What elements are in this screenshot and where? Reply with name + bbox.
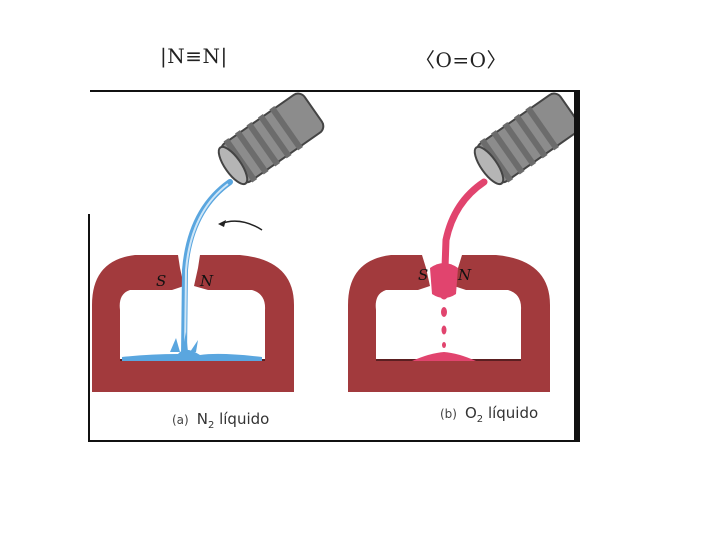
flask-a: [217, 92, 325, 186]
figure-drawing: S N S: [92, 92, 580, 392]
flask-b: [473, 92, 580, 186]
pole-n-a: N: [199, 272, 214, 290]
formula-n2: |N≡N|: [160, 44, 228, 68]
figure-border-left: [88, 214, 90, 442]
figure-border-right: [574, 90, 580, 442]
figure-border-bottom: [90, 440, 580, 442]
panel-a: S N: [92, 92, 325, 392]
n2-pool: [122, 349, 262, 361]
panel-b: S N: [348, 92, 580, 392]
pole-s-a: S: [156, 272, 166, 290]
magnet-a: [92, 255, 294, 392]
o2-stream: [440, 178, 488, 300]
figure-border-top: [90, 90, 580, 92]
o2-drop: [441, 307, 447, 317]
magnet-figure: S N S: [90, 90, 580, 442]
caption-b-text: O2 líquido: [464, 404, 539, 425]
caption-b-tag: (b): [440, 407, 457, 421]
caption-a-text: N2 líquido: [196, 410, 270, 431]
pole-s-b: S: [418, 266, 428, 284]
caption-b: (b) O2 líquido: [440, 403, 538, 425]
o2-pool: [412, 352, 476, 361]
caption-a: (a) N2 líquido: [172, 409, 269, 431]
magnet-b: [348, 255, 550, 392]
formula-o2: 〈O=O〉: [415, 48, 508, 72]
pole-n-b: N: [457, 266, 472, 284]
arrow-a: [219, 220, 263, 231]
caption-a-tag: (a): [172, 413, 189, 427]
